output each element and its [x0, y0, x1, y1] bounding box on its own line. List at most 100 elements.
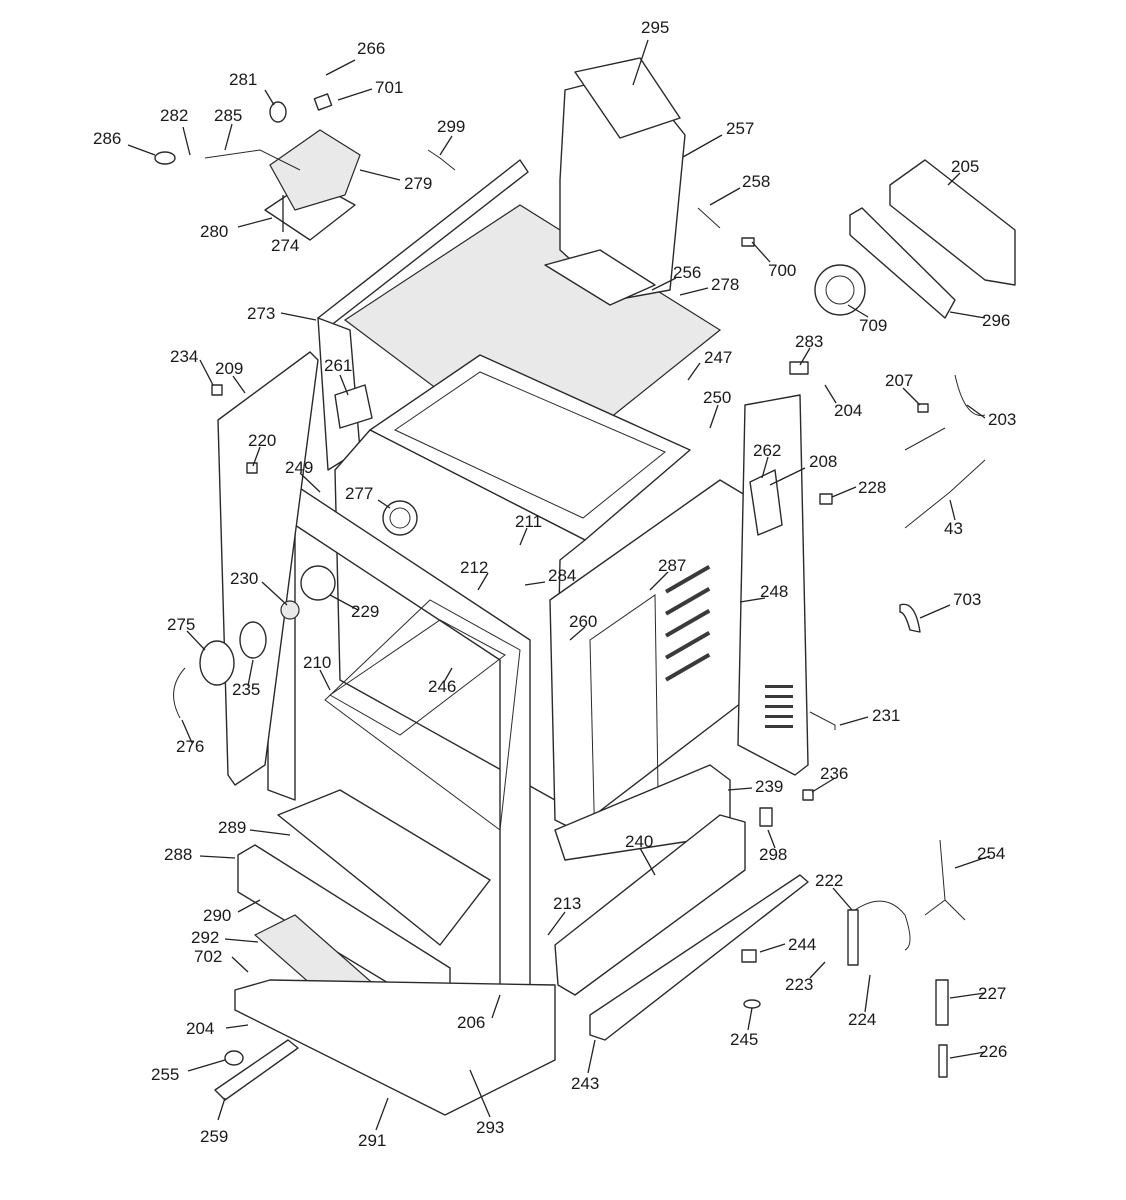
part-label-293: 293 [476, 1118, 504, 1137]
gasket-709 [814, 264, 866, 316]
lamp-socket-229 [300, 565, 336, 601]
oven-rack [329, 619, 506, 736]
spring-227 [935, 979, 949, 1026]
part-label-255: 255 [151, 1065, 179, 1084]
part-label-287: 287 [658, 556, 686, 575]
part-label-250: 250 [703, 388, 731, 407]
leveler-245 [743, 999, 761, 1009]
part-label-249: 249 [285, 458, 313, 477]
part-label-231: 231 [872, 706, 900, 725]
part-drawings [154, 57, 1016, 1116]
rear-back-296 [849, 207, 956, 319]
part-label-289: 289 [218, 818, 246, 837]
part-label-239: 239 [755, 777, 783, 796]
front-frame [267, 474, 531, 986]
part-label-701: 701 [375, 78, 403, 97]
part-label-243: 243 [571, 1074, 599, 1093]
part-label-209: 209 [215, 359, 243, 378]
cavity-top-inner [393, 371, 666, 519]
part-701 [313, 93, 333, 111]
part-label-295: 295 [641, 18, 669, 37]
part-label-703: 703 [953, 590, 981, 609]
part-label-261: 261 [324, 356, 352, 375]
part-label-292: 292 [191, 928, 219, 947]
part-label-204-lower: 204 [186, 1019, 214, 1038]
part-283 [789, 361, 809, 375]
broiler-pan-289 [277, 789, 491, 946]
part-number-labels: 295 266 701 281 282 285 286 279 280 274 … [93, 18, 1016, 1150]
part-220 [246, 462, 258, 474]
lamp-holder-230 [280, 600, 300, 620]
part-label-228: 228 [858, 478, 886, 497]
part-label-298: 298 [759, 845, 787, 864]
part-label-224: 224 [848, 1010, 876, 1029]
lamp-bulb-235 [239, 621, 267, 659]
part-label-276: 276 [176, 737, 204, 756]
part-label-282: 282 [160, 106, 188, 125]
part-244 [741, 949, 757, 963]
part-label-290: 290 [203, 906, 231, 925]
part-label-281: 281 [229, 70, 257, 89]
part-228 [819, 493, 833, 505]
vent-ring [382, 500, 418, 536]
flue-duct-top [574, 57, 681, 139]
part-label-207: 207 [885, 371, 913, 390]
part-label-700: 700 [768, 261, 796, 280]
part-label-222: 222 [815, 871, 843, 890]
part-label-277: 277 [345, 484, 373, 503]
end-panel-vents [765, 685, 793, 728]
part-label-244: 244 [788, 935, 816, 954]
part-label-246: 246 [428, 677, 456, 696]
part-261 [334, 384, 373, 429]
flue-gasket [544, 249, 656, 306]
part-label-204-upper: 204 [834, 401, 862, 420]
part-label-279: 279 [404, 174, 432, 193]
part-label-278: 278 [711, 275, 739, 294]
sensor-43 [904, 459, 986, 529]
part-label-208: 208 [809, 452, 837, 471]
wire-203b [904, 427, 946, 451]
part-label-211: 211 [515, 512, 542, 531]
bracket-262 [749, 469, 783, 536]
part-label-210: 210 [303, 653, 331, 672]
leader-lines [127, 39, 991, 1131]
manifold-243 [589, 874, 809, 1041]
part-703 [899, 603, 921, 633]
part-label-262: 262 [753, 441, 781, 460]
part-label-227: 227 [978, 984, 1006, 1003]
part-label-235: 235 [232, 680, 260, 699]
part-label-205: 205 [951, 157, 979, 176]
part-label-203: 203 [988, 410, 1016, 429]
part-label-206: 206 [457, 1013, 485, 1032]
part-label-288: 288 [164, 845, 192, 864]
part-label-285: 285 [214, 106, 242, 125]
part-label-213: 213 [553, 894, 581, 913]
part-label-274: 274 [271, 236, 299, 255]
right-panel-slots [664, 565, 711, 682]
part-234 [211, 384, 223, 396]
part-281 [269, 101, 287, 123]
part-700 [741, 237, 755, 247]
thermostat-body [269, 129, 361, 211]
bottom-panel-240 [554, 814, 746, 996]
front-frame-window [324, 599, 521, 831]
part-label-296: 296 [982, 311, 1010, 330]
bracket-231 [809, 711, 836, 730]
part-label-223: 223 [785, 975, 813, 994]
part-label-286: 286 [93, 129, 121, 148]
capillary-285 [204, 149, 301, 171]
part-label-258: 258 [742, 172, 770, 191]
bottom-panel-239 [554, 764, 731, 861]
part-label-220: 220 [248, 431, 276, 450]
power-cord-203 [954, 374, 986, 416]
part-label-283: 283 [795, 332, 823, 351]
part-label-291: 291 [358, 1131, 386, 1150]
part-label-245: 245 [730, 1030, 758, 1049]
gasket-709-inner [825, 275, 855, 305]
part-label-702: 702 [194, 947, 222, 966]
part-label-234: 234 [170, 347, 198, 366]
part-label-260: 260 [569, 612, 597, 631]
part-label-236: 236 [820, 764, 848, 783]
part-label-709: 709 [859, 316, 887, 335]
